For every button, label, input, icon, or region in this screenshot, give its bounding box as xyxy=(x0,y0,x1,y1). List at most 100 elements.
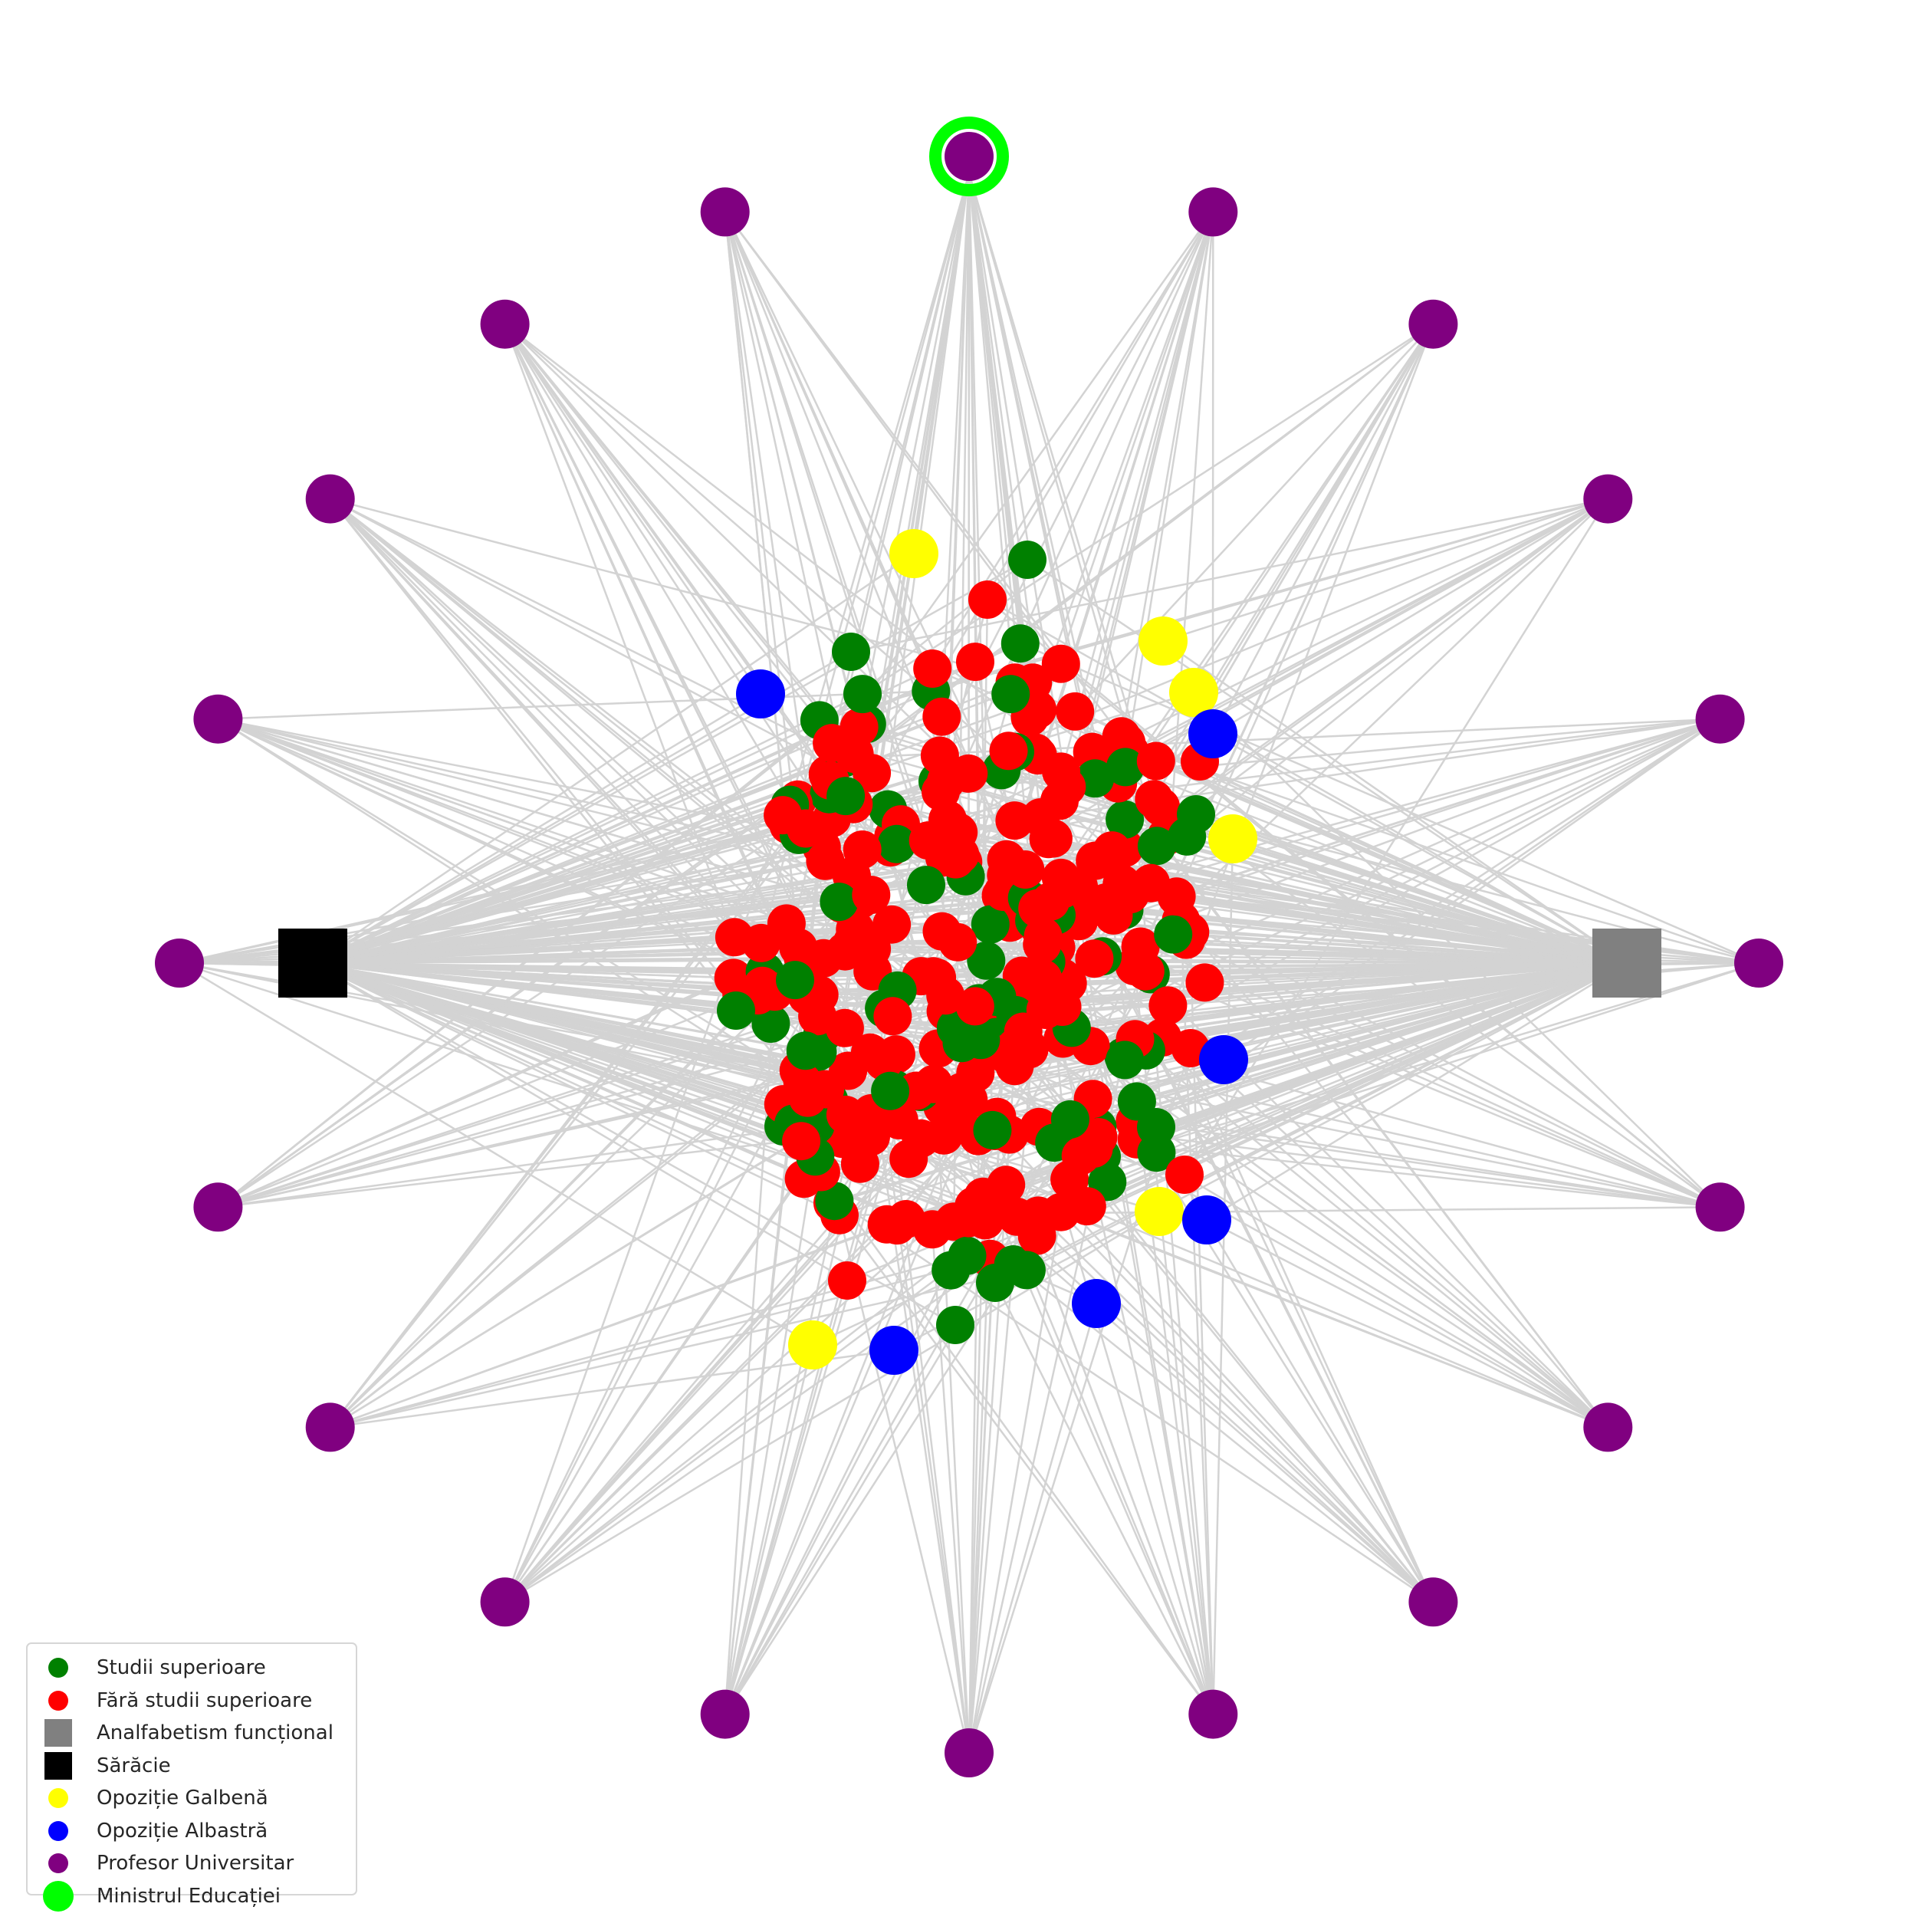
red-node xyxy=(1165,1156,1204,1194)
graph-edge xyxy=(312,692,863,965)
red-node xyxy=(835,735,874,774)
graph-edge xyxy=(1134,965,1721,1208)
graph-edge xyxy=(724,212,929,841)
graph-edge xyxy=(987,599,1721,1208)
graph-edge xyxy=(1206,1218,1608,1428)
legend-label: Fără studii superioare xyxy=(97,1688,313,1712)
graph-edge xyxy=(724,212,855,804)
graph-edge xyxy=(218,995,997,1208)
graph-edge xyxy=(882,1060,1214,1715)
illiteracy-square-node xyxy=(1592,929,1661,998)
legend-label: Opoziție Galbenă xyxy=(97,1787,268,1810)
graph-edge xyxy=(1155,760,1628,965)
graph-edge xyxy=(968,1047,1017,1754)
red-node xyxy=(987,1165,1026,1205)
minister-highlight-ring xyxy=(929,117,1009,196)
green-node xyxy=(1137,827,1176,866)
graph-edge xyxy=(1193,692,1721,1208)
graph-edge xyxy=(329,753,856,1428)
red-node xyxy=(783,1062,822,1101)
professor-node xyxy=(1695,694,1745,744)
professor-node xyxy=(1408,299,1458,349)
red-node xyxy=(949,1198,988,1238)
graph-edge xyxy=(870,173,971,774)
professor-node xyxy=(193,1182,243,1232)
yellow-opposition-node xyxy=(889,529,938,578)
blue-opposition-node xyxy=(869,1326,918,1375)
graph-edge xyxy=(1070,962,1628,1121)
graph-edge xyxy=(329,995,759,1428)
graph-edge xyxy=(217,718,809,1099)
graph-edge xyxy=(1135,324,1434,1102)
red-node xyxy=(1041,644,1080,683)
graph-edge xyxy=(1180,919,1721,1208)
graph-edge xyxy=(1149,973,1434,1603)
red-node xyxy=(1031,882,1070,921)
red-node xyxy=(864,1042,903,1081)
red-node xyxy=(1047,768,1086,807)
green-node xyxy=(820,883,859,922)
red-node xyxy=(1056,692,1095,731)
graph-edge xyxy=(954,962,1628,1121)
blue-opposition-node xyxy=(1188,709,1237,758)
graph-edge xyxy=(968,1212,1063,1754)
legend-label: Analfabetism funcțional xyxy=(97,1721,334,1745)
professor-node xyxy=(700,1689,750,1739)
red-node xyxy=(1148,986,1188,1025)
green-node xyxy=(826,777,866,816)
red-node xyxy=(922,697,961,736)
graph-edge xyxy=(724,1099,970,1715)
red-node xyxy=(1023,925,1062,964)
red-node xyxy=(1067,1187,1106,1226)
red-node xyxy=(926,976,965,1015)
graph-edge xyxy=(312,962,833,1205)
red-node xyxy=(1185,963,1224,1002)
professor-node xyxy=(1408,1577,1458,1627)
graph-edge xyxy=(828,793,1609,1428)
graph-edge xyxy=(504,324,802,981)
graph-edge xyxy=(1150,882,1609,1428)
red-node xyxy=(798,997,837,1036)
graph-edge xyxy=(312,962,806,1052)
legend-marker-purple-circle xyxy=(48,1853,68,1874)
green-node xyxy=(871,1071,910,1110)
legend: Studii superioare Fără studii superioare… xyxy=(26,1642,357,1912)
green-node xyxy=(971,905,1010,944)
professor-node xyxy=(1695,1182,1745,1232)
legend-item-opozitie-albastra: Opoziție Albastră xyxy=(28,1815,356,1848)
graph-edge xyxy=(504,324,736,938)
yellow-opposition-node xyxy=(1208,814,1257,863)
professor-node xyxy=(1188,1689,1238,1739)
graph-edge xyxy=(1129,751,1214,1715)
poverty-square-node xyxy=(278,929,347,998)
green-node xyxy=(1137,1108,1175,1146)
graph-edge xyxy=(968,173,1036,921)
green-node xyxy=(786,1031,825,1070)
graph-edge xyxy=(218,690,932,720)
green-node xyxy=(948,1236,987,1275)
graph-edge xyxy=(1074,323,1434,712)
graph-edge xyxy=(807,1096,1434,1603)
graph-edge xyxy=(1212,732,1628,965)
graph-edge xyxy=(912,173,971,554)
graph-edge xyxy=(312,962,1088,1208)
graph-edge xyxy=(1037,962,1628,1217)
green-node xyxy=(976,1264,1014,1302)
red-node xyxy=(767,904,806,943)
red-node xyxy=(1033,819,1073,858)
green-node xyxy=(717,991,755,1030)
red-node xyxy=(1074,1129,1113,1168)
graph-edge xyxy=(1037,907,1609,1428)
graph-edge xyxy=(974,1005,1608,1428)
legend-item-saracie: Sărăcie xyxy=(28,1750,356,1783)
blue-opposition-node xyxy=(1072,1279,1121,1328)
red-node xyxy=(995,801,1034,840)
graph-edge xyxy=(217,849,1112,1208)
red-node xyxy=(806,841,845,880)
graph-edge xyxy=(1223,718,1721,1061)
graph-edge xyxy=(330,498,1033,684)
red-node xyxy=(936,840,975,879)
graph-edge xyxy=(330,1269,1027,1428)
red-node xyxy=(922,772,960,811)
legend-item-fara-studii: Fără studii superioare xyxy=(28,1685,356,1718)
